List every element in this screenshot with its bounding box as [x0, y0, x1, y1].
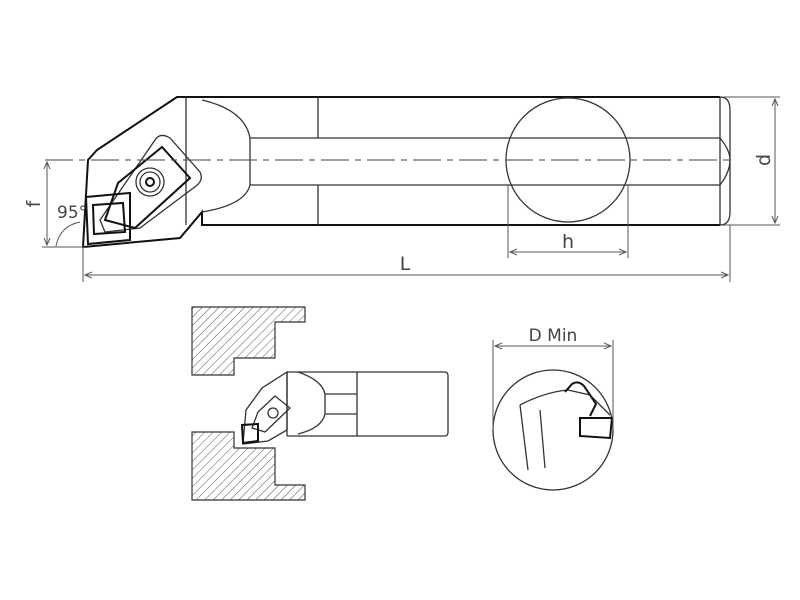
- insert-assembly: [84, 134, 202, 246]
- application-view: [191, 306, 449, 501]
- head-outline: [81, 96, 720, 249]
- f-label: f: [23, 199, 45, 207]
- workpiece-upper: [191, 306, 306, 376]
- screw-mid: [139, 171, 161, 193]
- end-flats: [719, 137, 731, 186]
- angle-arc: [55, 221, 81, 247]
- small-shim: [240, 422, 259, 445]
- screw-outer: [135, 167, 165, 197]
- main-view: d f 95° L h: [23, 96, 780, 282]
- L-label: L: [400, 253, 411, 275]
- insert: [103, 145, 192, 230]
- shank-end: [719, 96, 731, 226]
- clamp: [99, 134, 202, 233]
- workpiece-lower: [191, 431, 306, 501]
- end-view-insert: [564, 381, 614, 440]
- shim-seat: [84, 191, 131, 246]
- small-tool-neck: [286, 371, 358, 436]
- h-label: h: [562, 231, 574, 253]
- d-label: d: [753, 154, 775, 166]
- neck-curve: [201, 99, 251, 213]
- screw-icon: [145, 177, 155, 187]
- angle-label: 95°: [57, 203, 87, 223]
- end-view-bar: [519, 389, 611, 471]
- small-insert: [251, 395, 291, 433]
- dmin-label: D Min: [529, 326, 578, 346]
- bore-circle: [492, 369, 614, 491]
- end-view: D Min: [492, 326, 614, 491]
- small-screw-icon: [267, 407, 279, 419]
- neck-flats: [250, 97, 720, 225]
